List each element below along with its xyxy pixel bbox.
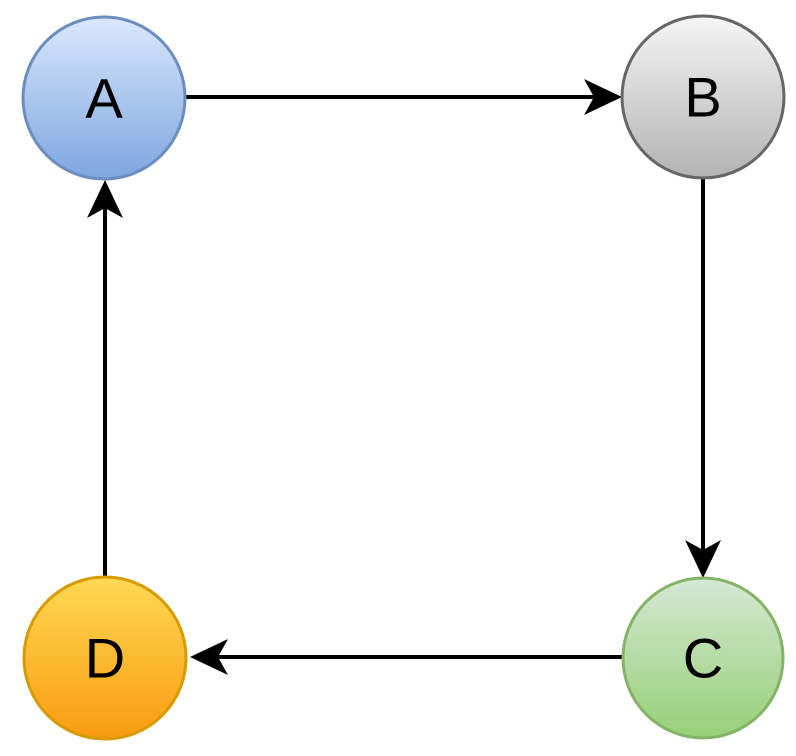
edge-C-D xyxy=(190,639,623,675)
arrowhead-icon xyxy=(685,540,721,578)
node-C-circle xyxy=(621,576,785,740)
edge-D-A xyxy=(87,180,123,578)
node-A-label: A xyxy=(85,67,123,130)
edge-A-B xyxy=(185,79,622,115)
node-D-label: D xyxy=(85,627,125,690)
node-A: A xyxy=(21,15,187,181)
node-B: B xyxy=(620,14,786,180)
node-A-circle xyxy=(21,15,187,181)
arrowhead-icon xyxy=(584,79,622,115)
node-D: D xyxy=(22,575,188,741)
node-D-circle xyxy=(22,575,188,741)
edge-B-C xyxy=(685,178,721,578)
node-B-label: B xyxy=(684,66,721,129)
arrowhead-icon xyxy=(190,639,228,675)
node-C: C xyxy=(621,576,785,740)
node-C-label: C xyxy=(683,627,723,690)
node-B-circle xyxy=(620,14,786,180)
arrowhead-icon xyxy=(87,180,123,218)
